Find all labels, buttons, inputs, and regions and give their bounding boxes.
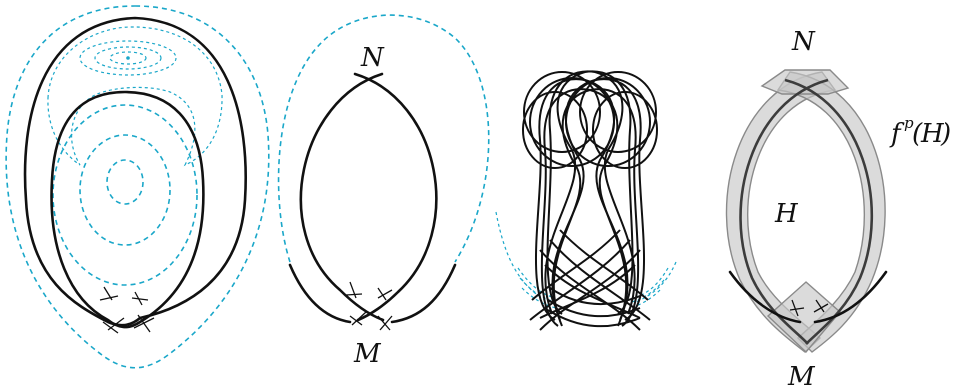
panel-1-inner-ring-2 xyxy=(79,134,171,246)
panel-4-image-arg: H xyxy=(920,119,945,149)
panel-4-core-right xyxy=(784,78,873,345)
panel-4-label-image: f p ( H ) xyxy=(889,114,951,149)
panel-2-right-arc xyxy=(353,72,438,322)
panel-2-label-m: M xyxy=(353,339,382,369)
panel-3-tangle xyxy=(495,70,677,331)
panel-4-left-tail xyxy=(728,270,802,324)
panel-4-right-tail xyxy=(813,270,888,324)
panel-4-label-n: N xyxy=(791,27,816,57)
panel-2-dashed-envelope xyxy=(277,14,490,263)
panel-2-label-n: N xyxy=(360,43,385,73)
panel-4-image-f: f xyxy=(889,119,905,149)
panel-1-invariant-curves xyxy=(5,5,270,369)
panel-4-image-exponent: p xyxy=(904,114,914,132)
panel-2-left-tail xyxy=(288,263,352,324)
panel-1-outer-loop xyxy=(23,16,247,327)
panel-2-heteroclinic: N M xyxy=(277,14,490,369)
panel-4-core-left xyxy=(739,78,829,345)
panel-3-tangle-loops xyxy=(522,70,658,331)
panel-1-island-crescent xyxy=(47,26,223,167)
panel-2-left-arc xyxy=(299,72,385,322)
panel-1-island-center-outer xyxy=(79,40,177,76)
panel-4-image-open-paren: ( xyxy=(912,119,923,149)
panel-4-label-m: M xyxy=(787,362,816,390)
panel-1-outer-dashed-curve xyxy=(5,5,270,369)
panel-1-inner-ring-1 xyxy=(52,104,198,286)
panel-4-label-h: H xyxy=(774,199,799,229)
panel-1-inner-ring-3 xyxy=(106,159,144,205)
panel-4-bottom-diamond xyxy=(766,281,841,354)
panel-1-island-center-point xyxy=(126,56,130,60)
panel-2-right-tail xyxy=(390,263,457,324)
panel-1-island-center-inner xyxy=(109,51,147,65)
panel-4-image-close-paren: ) xyxy=(940,119,951,149)
panel-1-inner-loop xyxy=(50,90,205,329)
panel-1-island-center-mid xyxy=(94,46,162,70)
panel-4-crossing-ticks xyxy=(789,299,829,317)
panel-1-crossing-ticks xyxy=(99,286,155,334)
panel-2-crossing-ticks xyxy=(345,281,393,331)
panel-4-top-cap xyxy=(760,69,850,95)
panel-4-horseshoe: N M H f p ( H ) xyxy=(725,27,951,390)
